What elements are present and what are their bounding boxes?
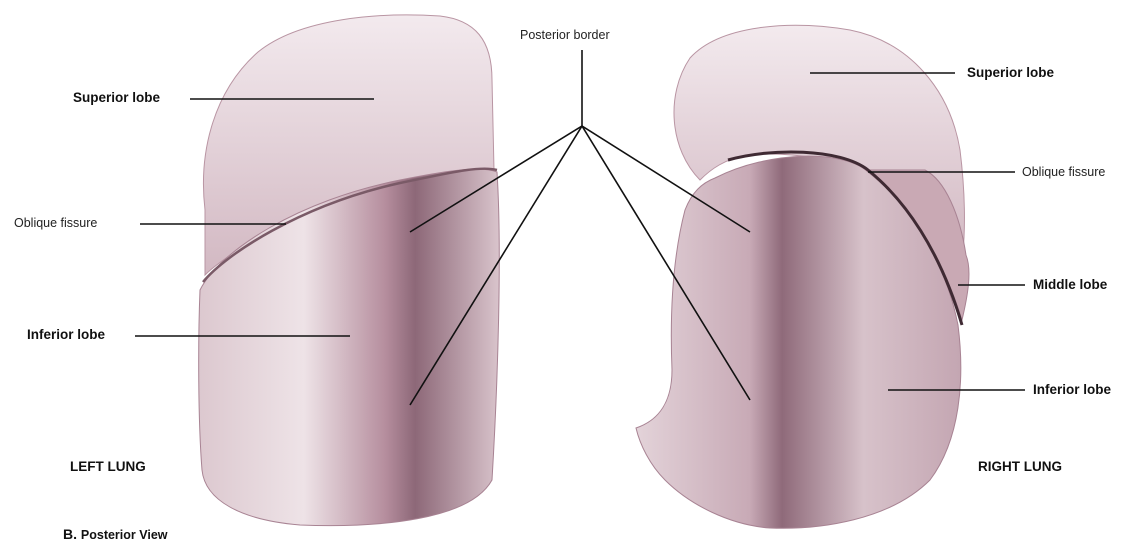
right-oblique-fissure-label: Oblique fissure [1022,165,1105,179]
left-oblique-fissure-label: Oblique fissure [14,216,97,230]
posterior-border-label: Posterior border [520,28,610,42]
left-lung [199,15,500,526]
figure-caption: B. Posterior View [63,526,168,542]
right-lung [636,25,969,528]
view-title: Posterior View [81,528,168,542]
right-inferior-lobe-label: Inferior lobe [1033,382,1111,397]
left-lung-caption: LEFT LUNG [70,459,146,474]
right-lung-caption: RIGHT LUNG [978,459,1062,474]
left-inferior-lobe-label: Inferior lobe [27,327,105,342]
right-superior-lobe-label: Superior lobe [967,65,1054,80]
panel-letter: B. [63,526,77,542]
right-middle-lobe-label: Middle lobe [1033,277,1107,292]
left-superior-lobe-label: Superior lobe [73,90,160,105]
